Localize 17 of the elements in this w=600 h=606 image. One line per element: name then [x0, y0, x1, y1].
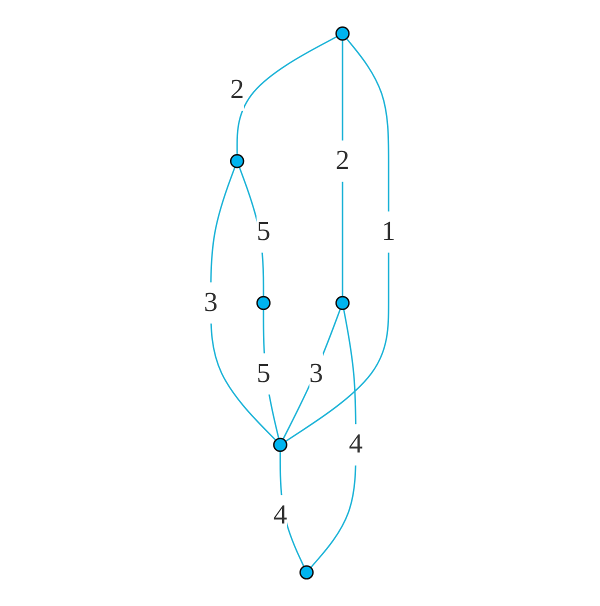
edge-label: 2: [336, 145, 350, 176]
edge-label: 3: [204, 287, 218, 318]
node-circle: [336, 296, 350, 310]
edge-label: 5: [256, 358, 271, 389]
node-circle: [256, 296, 271, 310]
connector: [236, 36, 338, 155]
node-circle: [273, 438, 288, 452]
edge-label: 5: [256, 216, 271, 247]
connector: [282, 308, 342, 440]
edge-label: 2: [230, 74, 244, 105]
edge-label: 3: [310, 358, 324, 389]
node-circle: [230, 154, 245, 168]
node-circle: [336, 26, 350, 41]
node-circle: [300, 565, 314, 580]
edge-label: 4: [349, 429, 364, 460]
edge-label: 4: [274, 500, 288, 531]
edge-label: 1: [382, 216, 396, 247]
